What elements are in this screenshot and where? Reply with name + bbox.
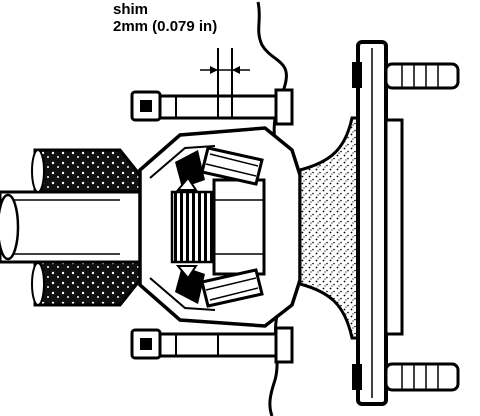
shim-label: shim — [113, 1, 149, 18]
shim-leader-group — [200, 48, 250, 100]
shim-thickness-label: 2mm (0.079 in) — [113, 18, 218, 35]
drive-shaft — [0, 190, 142, 264]
lower-bolt — [130, 326, 294, 364]
stippled-flange-neck — [298, 116, 364, 340]
splined-hub — [170, 178, 266, 276]
shim-dim-arrow-left — [210, 66, 218, 74]
wheel-flange — [356, 40, 404, 406]
lower-wheel-stud — [352, 362, 460, 392]
shim-dim-arrow-right — [232, 66, 240, 74]
upper-bolt — [130, 88, 294, 126]
bearing-rollers — [175, 146, 264, 308]
upper-wheel-stud — [352, 62, 460, 90]
